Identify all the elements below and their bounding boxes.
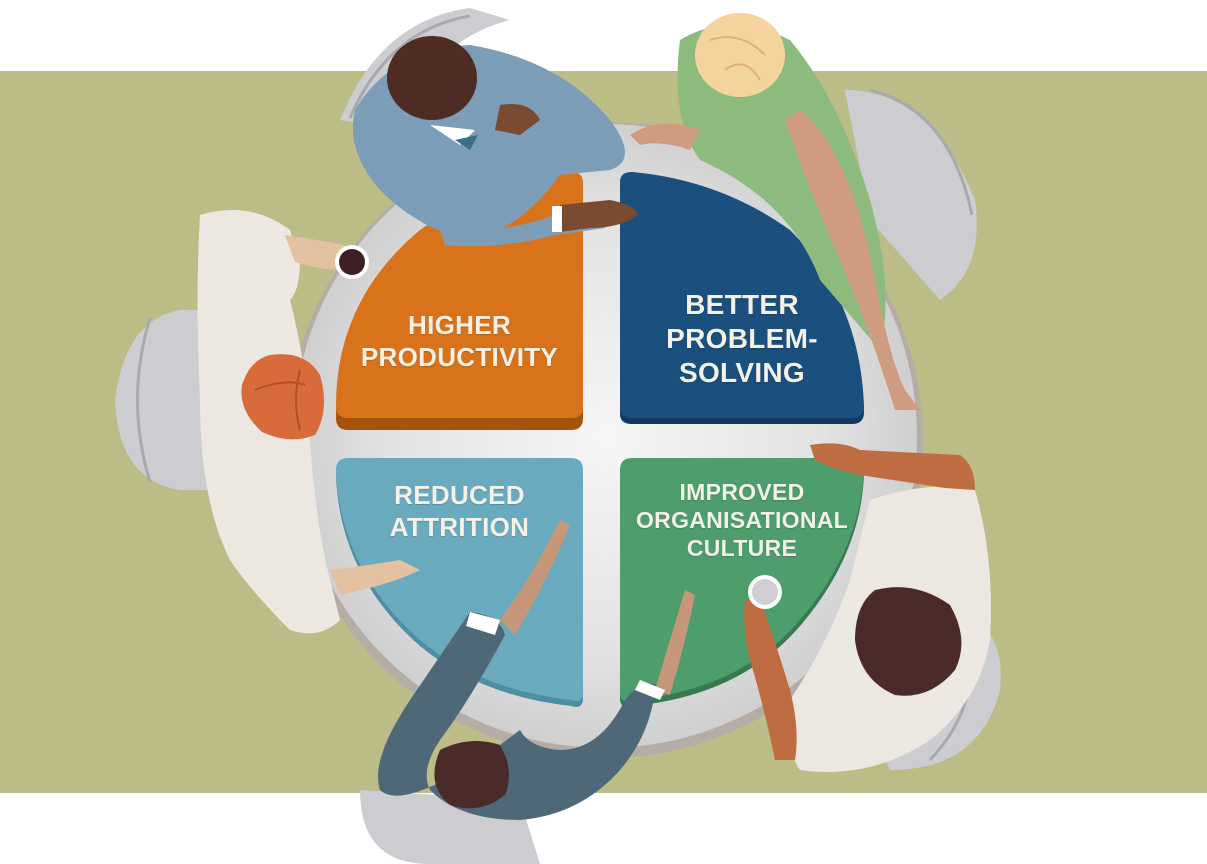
quadrant-label-line: BETTER (685, 289, 799, 320)
quadrant-label-line: ORGANISATIONAL (635, 507, 849, 534)
coffee-cup-icon (335, 245, 369, 279)
quadrant-label-line: SOLVING (678, 357, 806, 389)
chair-left (115, 310, 220, 490)
quadrant-label-line: IMPROVED (679, 479, 805, 505)
quadrant-label-line: HIGHER (408, 310, 511, 340)
quadrant-improved-organisational-culture: IMPROVED ORGANISATIONAL CULTURE (620, 478, 864, 562)
quadrant-label-line: PRODUCTIVITY (360, 341, 559, 372)
quadrant-better-problem-solving: BETTER PROBLEM- SOLVING (620, 288, 864, 390)
quadrant-reduced-attrition: REDUCED ATTRITION (336, 480, 583, 543)
person-top (352, 36, 638, 247)
quadrant-higher-productivity: HIGHER PRODUCTIVITY (336, 310, 583, 373)
person-left (197, 210, 420, 634)
chair-top-right (845, 88, 977, 300)
quadrant-label-line: CULTURE (686, 535, 798, 562)
quadrant-label-line: PROBLEM- (666, 323, 818, 355)
person-bottom-right (744, 443, 991, 772)
person-bottom (378, 520, 695, 820)
cup-icon (748, 575, 782, 609)
quadrant-label-line: ATTRITION (389, 511, 530, 542)
quadrant-label-line: REDUCED (394, 480, 525, 510)
person-top-right (630, 13, 920, 410)
